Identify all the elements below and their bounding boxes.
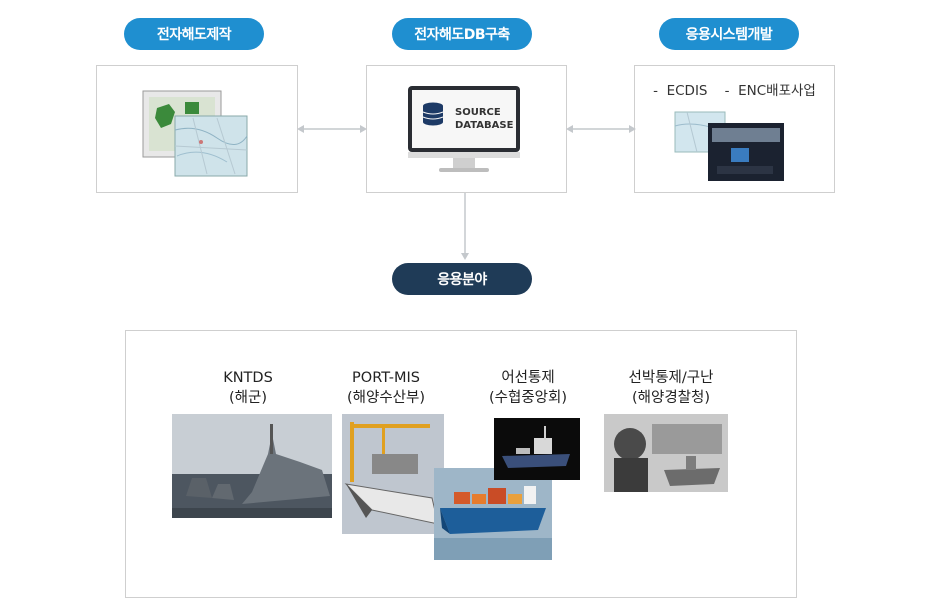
app-dev-pill: 응용시스템개발	[659, 18, 799, 50]
app-dev-box: - ECDIS - ENC배포사업	[634, 65, 835, 193]
field-name: 선박통제/구난	[596, 368, 746, 388]
chart-making-box	[96, 65, 298, 193]
down-arrow	[458, 193, 472, 261]
port-crane-photo	[342, 414, 444, 534]
database-label: DATABASE	[455, 119, 513, 132]
db-building-pill: 전자해도DB구축	[392, 18, 532, 50]
field-vessel-control: 선박통제/구난 (해양경찰청)	[596, 368, 746, 408]
field-fishing-control: 어선통제 (수협중앙회)	[458, 368, 598, 408]
field-org: (해군)	[178, 388, 318, 408]
chart-making-pill: 전자해도제작	[124, 18, 264, 50]
double-arrow-right	[565, 122, 637, 136]
container-ship-photo	[434, 468, 552, 560]
field-name: 어선통제	[458, 368, 598, 388]
double-arrow-left	[296, 122, 368, 136]
field-org: (해양경찰청)	[596, 388, 746, 408]
warship-photo	[172, 414, 332, 518]
field-org: (해양수산부)	[316, 388, 456, 408]
field-port-mis: PORT-MIS (해양수산부)	[316, 368, 456, 408]
field-org: (수협중앙회)	[458, 388, 598, 408]
field-name: PORT-MIS	[316, 368, 456, 388]
database-icon	[423, 103, 443, 126]
field-kntds: KNTDS (해군)	[178, 368, 318, 408]
source-label: SOURCE	[455, 106, 513, 119]
vessel-control-photo	[604, 414, 728, 492]
fishing-vessel-photo	[494, 418, 580, 480]
field-name: KNTDS	[178, 368, 318, 388]
nautical-chart-illustration	[97, 66, 297, 192]
db-building-box: SOURCE DATABASE	[366, 65, 567, 193]
ecdis-illustration	[635, 66, 834, 192]
application-field-pill: 응용분야	[392, 263, 532, 295]
